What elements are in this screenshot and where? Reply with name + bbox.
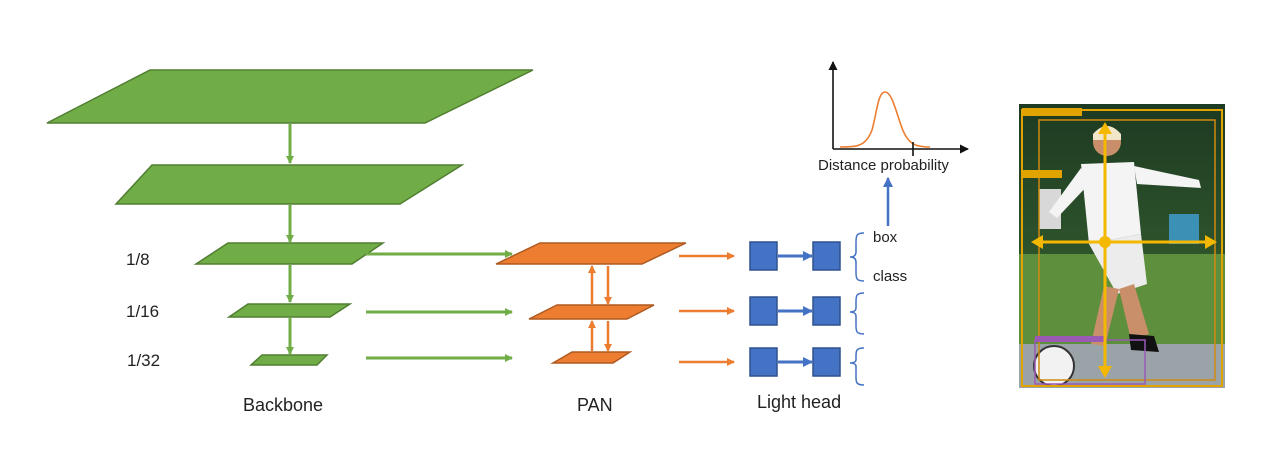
distribution-plot [828,61,969,156]
head-block [749,296,778,326]
scale-label-1-16: 1/16 [126,302,160,321]
distance-probability-label: Distance probability [818,157,949,174]
head-block [812,347,841,377]
backbone-layer-p5 [249,354,329,366]
output-brace [849,292,865,335]
class-output-label: class [873,268,908,285]
backbone-to-pan-arrows [366,250,513,362]
backbone-layer-p4 [226,303,353,318]
scale-label-1-32: 1/32 [127,351,161,370]
soccer-player-photo-icon [1019,104,1225,388]
backbone-layer-p3 [193,242,386,265]
pan-block [495,242,687,364]
dist-curve [839,91,931,148]
head-block [812,296,841,326]
backbone-pyramid [46,69,534,366]
pan-layer-p4 [528,304,655,320]
scale-label-1-8: 1/8 [126,250,150,269]
box-output-label: box [873,229,898,246]
light-head-caption: Light head [757,392,842,412]
backbone-layer-2 [114,164,465,205]
head-block [749,241,778,271]
pan-layer-p3 [495,242,687,265]
pan-caption: PAN [577,395,613,415]
output-brace [849,347,865,386]
head-block [749,347,778,377]
backbone-layer-1 [46,69,534,124]
pan-layer-p5 [550,351,633,364]
detection-photo [1019,104,1225,388]
output-brace [849,232,865,282]
light-head [749,177,893,386]
backbone-caption: Backbone [243,395,324,415]
pan-to-head-arrows [679,252,735,366]
head-block [812,241,841,271]
